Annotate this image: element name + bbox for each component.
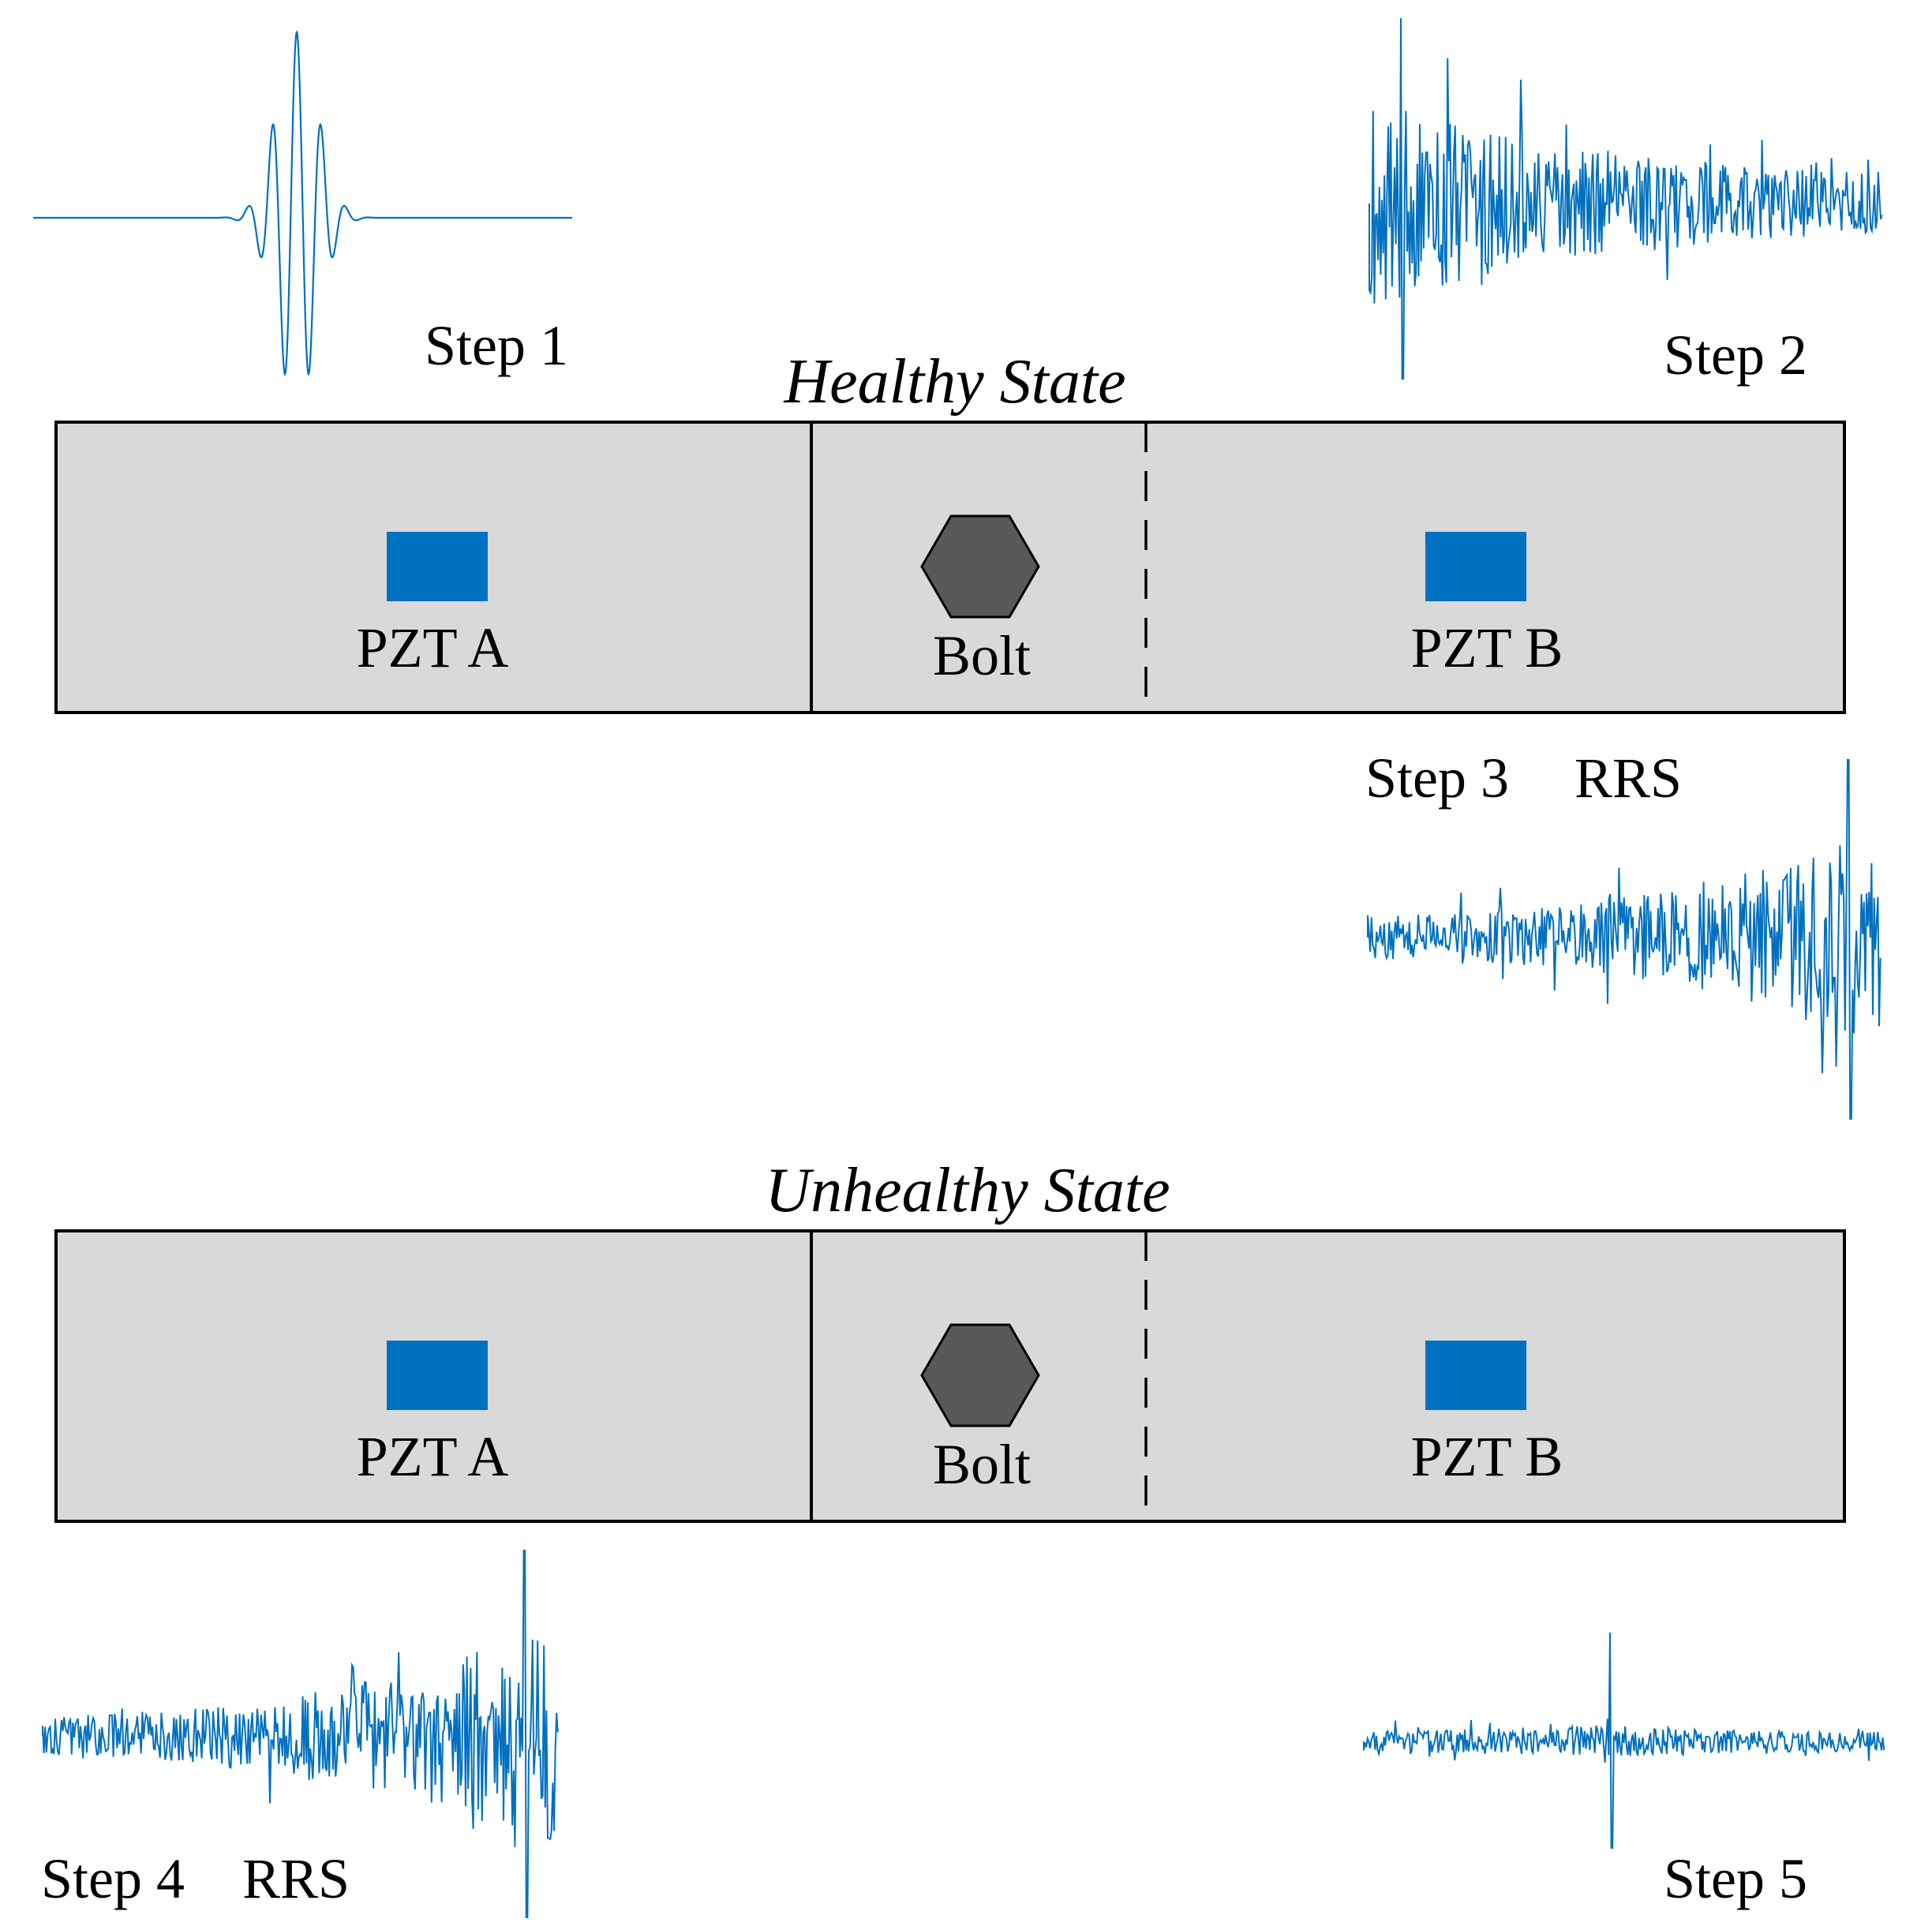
healthy-bolt	[920, 514, 1040, 619]
healthy-pzt-b	[1425, 532, 1526, 601]
step4-label: Step 4	[41, 1847, 185, 1910]
step3-rrs-label: RRS	[1574, 746, 1682, 810]
healthy-pzt-b-label: PZT B	[1411, 616, 1563, 679]
step5-label: Step 5	[1664, 1847, 1807, 1910]
healthy-bolt-label: Bolt	[933, 624, 1031, 687]
step2-label: Step 2	[1664, 324, 1807, 387]
step3-label: Step 3	[1365, 746, 1509, 810]
waveform-step5	[1363, 1632, 1885, 1849]
unhealthy-state-title: Unhealthy State	[765, 1156, 1170, 1225]
unhealthy-pzt-b-label: PZT B	[1411, 1425, 1563, 1488]
unhealthy-bolt	[920, 1323, 1040, 1427]
healthy-state-title: Healthy State	[783, 347, 1125, 417]
waveform-step4	[42, 1550, 559, 1918]
waveform-step3	[1367, 759, 1881, 1120]
step1-label: Step 1	[425, 314, 568, 377]
waveform-step1	[33, 30, 572, 376]
unhealthy-bolt-label: Bolt	[933, 1433, 1031, 1496]
step4-rrs-label: RRS	[242, 1847, 350, 1910]
unhealthy-pzt-a	[387, 1341, 488, 1410]
waveform-step2	[1368, 17, 1883, 380]
healthy-pzt-a-label: PZT A	[357, 616, 509, 679]
healthy-pzt-a	[387, 532, 488, 601]
unhealthy-pzt-a-label: PZT A	[357, 1425, 509, 1488]
unhealthy-pzt-b	[1425, 1341, 1526, 1410]
